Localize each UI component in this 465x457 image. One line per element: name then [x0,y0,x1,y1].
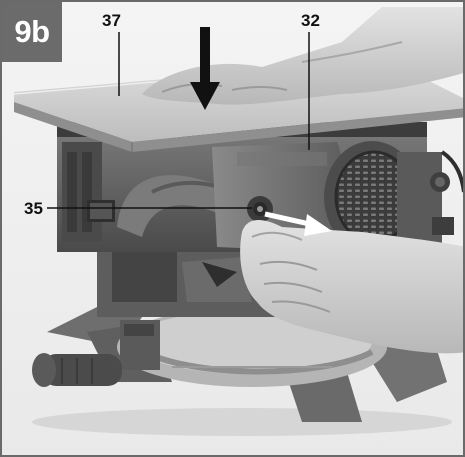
callout-locking-knob: 35 [24,199,43,218]
direction-arrow-icon [264,211,332,236]
callout-table-top: 37 [102,11,121,30]
down-arrow-icon [190,27,220,110]
callout-motor-housing: 32 [301,11,320,30]
figure-label: 9b [2,2,62,62]
